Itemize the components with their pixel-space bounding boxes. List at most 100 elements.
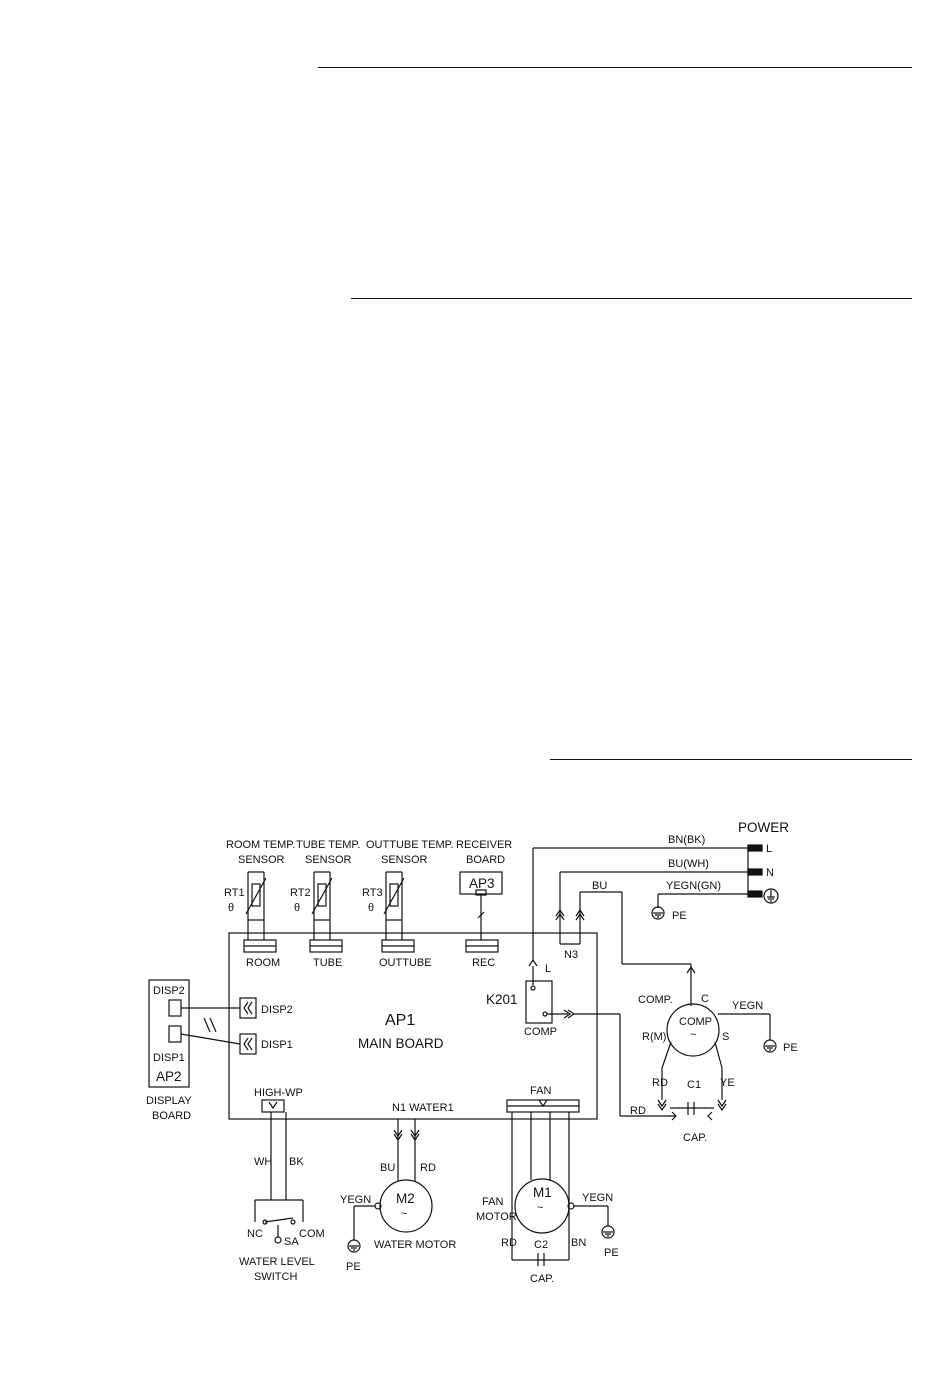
comp-inner-label: COMP (679, 1016, 712, 1028)
power-ground-icon (763, 888, 779, 904)
ap1-label: AP1 (385, 1012, 415, 1029)
m1-tilde-label: ~ (537, 1202, 543, 1214)
comp-s-label: S (722, 1031, 729, 1043)
pe-ground-icon (651, 906, 665, 920)
k201-label: K201 (486, 992, 518, 1007)
water-level-label-2: SWITCH (254, 1271, 297, 1283)
ap2-label: AP2 (156, 1069, 182, 1084)
water-level-label-1: WATER LEVEL (239, 1256, 315, 1268)
wh-label: WH (254, 1156, 272, 1168)
m1-rd-label: RD (501, 1237, 517, 1249)
m1-bn-label: BN (571, 1237, 586, 1249)
relay-rd-label: RD (630, 1105, 646, 1117)
header-rule-1 (318, 67, 912, 68)
comp-pe-label: PE (783, 1042, 798, 1054)
relay-comp-label: COMP (524, 1026, 557, 1038)
m2-bu-label: BU (380, 1162, 395, 1174)
fan-motor-icon (514, 1178, 570, 1234)
water-motor-label: WATER MOTOR (374, 1239, 456, 1251)
high-wp-connector (261, 1099, 285, 1113)
c2-cap-label: CAP. (530, 1273, 554, 1285)
rec-connector (465, 939, 499, 953)
rt1-label: RT1 (224, 887, 245, 899)
rt2-theta-label: θ (294, 902, 300, 914)
rt3-thermistor (383, 871, 405, 940)
c1-label: C1 (687, 1079, 701, 1091)
disp1-connector-label: DISP1 (261, 1039, 293, 1051)
comp-yegn-label: YEGN (732, 1000, 763, 1012)
k201-relay (525, 980, 553, 1024)
disp2-connector (239, 997, 257, 1019)
m2-pe-ground-icon (347, 1239, 361, 1253)
nc-label: NC (247, 1228, 263, 1240)
comp-dot-label: COMP. (638, 994, 673, 1006)
fan-connector-label: FAN (530, 1085, 551, 1097)
ap3-label: AP3 (469, 876, 495, 891)
sa-label: SA (284, 1236, 299, 1248)
bu-label: BU (592, 880, 607, 892)
ap2-box (148, 979, 190, 1088)
tube-temp-sensor-label-2: SENSOR (305, 854, 352, 866)
outtube-temp-sensor-label-1: OUTTUBE TEMP. (366, 839, 454, 851)
terminal-n (747, 868, 763, 876)
rt2-thermistor (311, 871, 333, 940)
display-board-label-1: DISPLAY (146, 1095, 192, 1107)
disp2-connector-label: DISP2 (261, 1004, 293, 1016)
room-connector-label: ROOM (246, 957, 280, 969)
terminal-l-label: L (766, 843, 772, 855)
m2-tilde-label: ~ (401, 1208, 407, 1220)
room-temp-sensor-label-1: ROOM TEMP. (226, 839, 295, 851)
tube-connector (309, 939, 343, 953)
bn-bk-label: BN(BK) (668, 834, 705, 846)
fan-motor-label-1: FAN (482, 1196, 503, 1208)
m1-pe-label: PE (604, 1247, 619, 1259)
water-motor-icon (379, 1179, 433, 1233)
rec-connector-label: REC (472, 957, 495, 969)
comp-pe-ground-icon (763, 1039, 777, 1053)
m2-rd-label: RD (420, 1162, 436, 1174)
m1-yegn-label: YEGN (582, 1192, 613, 1204)
comp-rm-label: R(M) (642, 1031, 666, 1043)
rt2-label: RT2 (290, 887, 311, 899)
m1-pe-ground-icon (601, 1225, 615, 1239)
rt1-thermistor (245, 871, 267, 940)
power-label: POWER (738, 820, 789, 835)
m1-label: M1 (533, 1185, 552, 1200)
header-rule-3 (550, 759, 912, 760)
bk-label: BK (289, 1156, 304, 1168)
tube-temp-sensor-label-1: TUBE TEMP. (296, 839, 360, 851)
bu-wh-label: BU(WH) (668, 858, 709, 870)
display-board-label-2: BOARD (152, 1110, 191, 1122)
power-pe-label: PE (672, 910, 687, 922)
outtube-temp-sensor-label-2: SENSOR (381, 854, 428, 866)
comp-c-label: C (701, 993, 709, 1005)
m2-yegn-label: YEGN (340, 1194, 371, 1206)
m2-pe-label: PE (346, 1261, 361, 1273)
relay-l-label: L (545, 963, 551, 975)
n3-connector (555, 908, 585, 921)
compressor-icon (666, 1003, 720, 1057)
com-label: COM (299, 1228, 325, 1240)
tube-connector-label: TUBE (313, 957, 342, 969)
room-temp-sensor-label-2: SENSOR (238, 854, 285, 866)
outtube-connector (381, 939, 415, 953)
disp1-connector (239, 1033, 257, 1055)
comp-rd-label: RD (652, 1077, 668, 1089)
rt3-theta-label: θ (368, 902, 374, 914)
m2-label: M2 (396, 1191, 415, 1206)
room-connector (243, 939, 277, 953)
ap2-disp2-label: DISP2 (153, 985, 185, 997)
receiver-board-label-1: RECEIVER (456, 839, 512, 851)
fan-motor-label-2: MOTOR (476, 1211, 517, 1223)
main-board-label: MAIN BOARD (358, 1036, 444, 1051)
n3-label: N3 (564, 949, 578, 961)
yegn-gn-label: YEGN(GN) (666, 880, 721, 892)
outtube-connector-label: OUTTUBE (379, 957, 432, 969)
ap2-disp1-label: DISP1 (153, 1052, 185, 1064)
fan-connector (506, 1099, 580, 1113)
n1-water1-label: N1 WATER1 (392, 1102, 454, 1114)
comp-ye-label: YE (720, 1077, 735, 1089)
header-rule-2 (351, 298, 912, 299)
c2-label: C2 (534, 1239, 548, 1251)
